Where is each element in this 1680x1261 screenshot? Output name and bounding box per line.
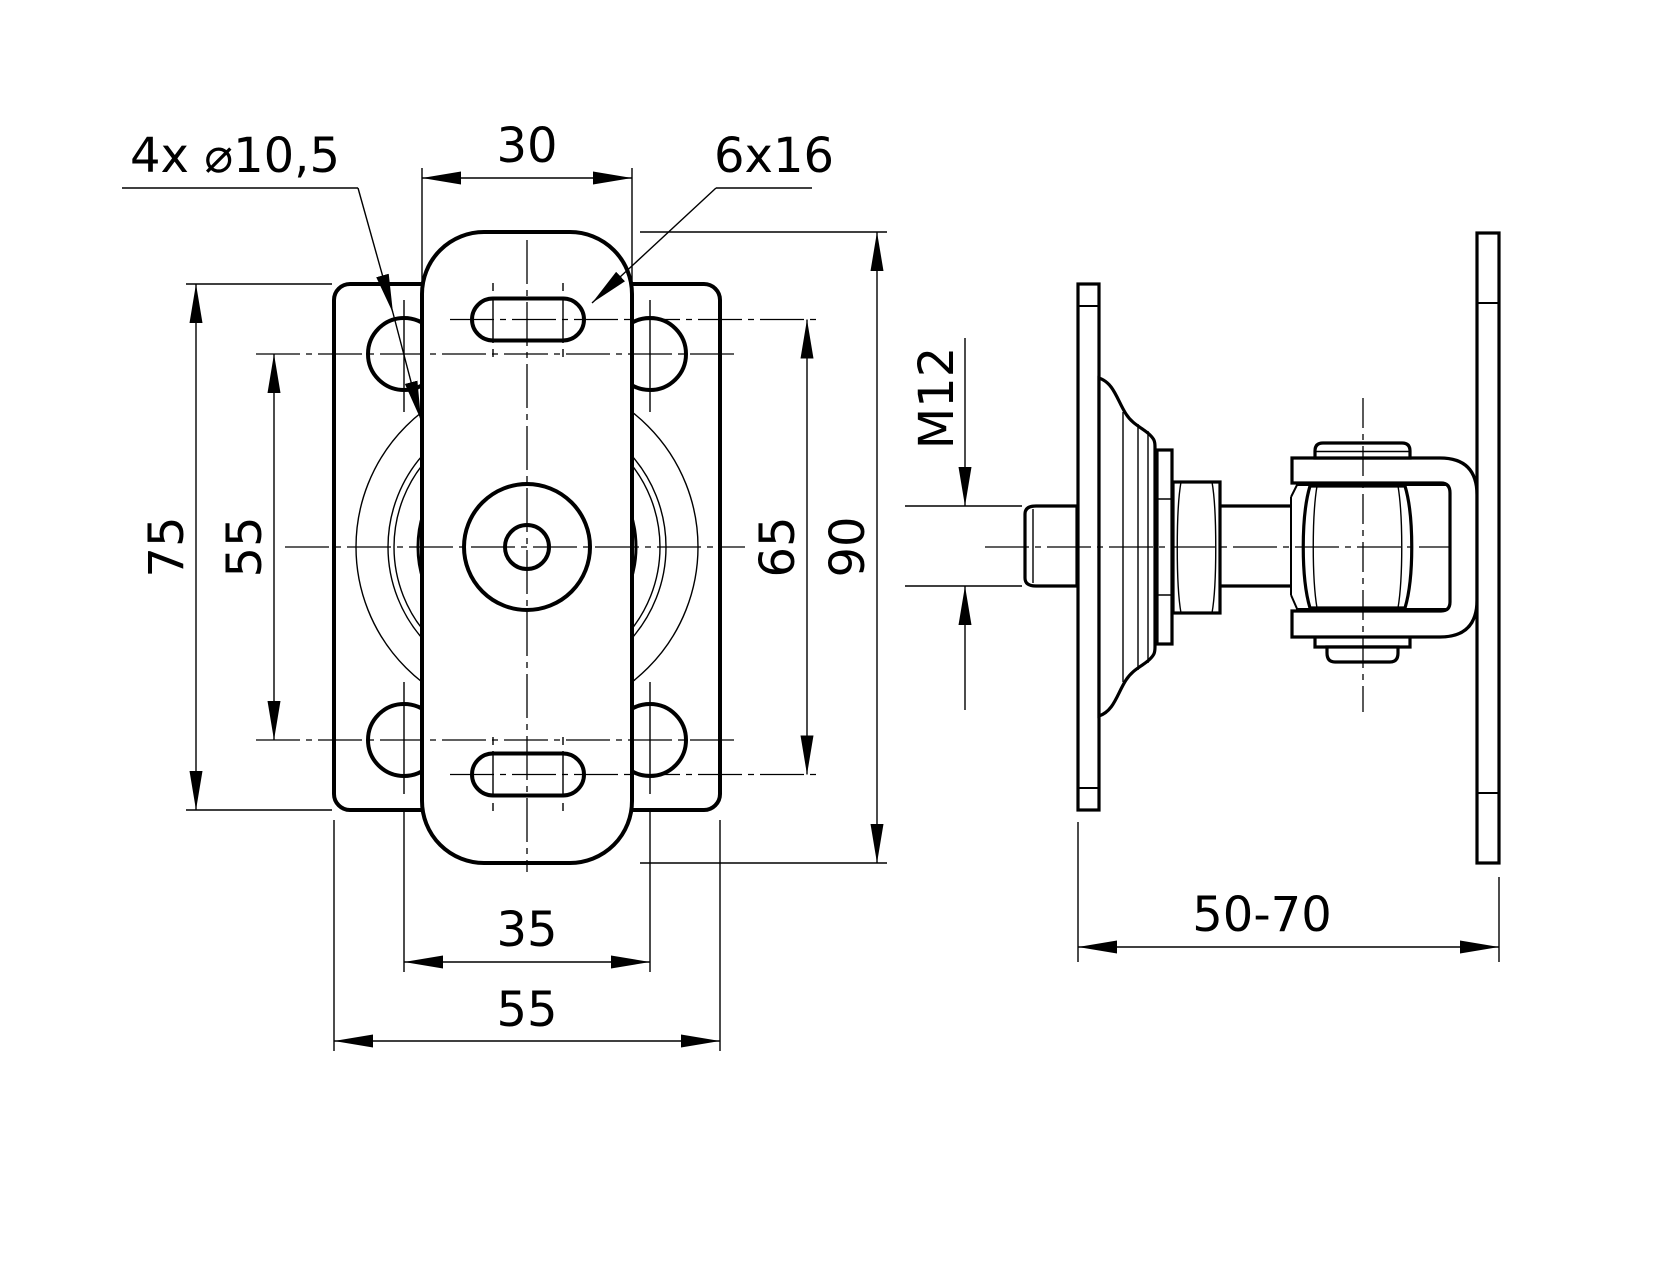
dim-text: 50-70 — [1192, 887, 1331, 943]
extension-lines — [186, 283, 332, 811]
side-view: M12 50-70 — [905, 231, 1501, 962]
extension-lines — [1077, 822, 1500, 962]
callout-text: 4x ⌀10,5 — [130, 128, 340, 184]
bolt-shaft — [1220, 504, 1291, 588]
dim-text: 75 — [139, 516, 195, 577]
holes-callout: 4x ⌀10,5 — [122, 128, 422, 421]
extension-lines — [421, 168, 633, 300]
extension-lines — [333, 820, 721, 1051]
dim-slot-spacing-v: 65 — [750, 319, 814, 775]
dim-text: 55 — [496, 982, 557, 1038]
dim-text: 90 — [820, 516, 876, 577]
bolt-head — [1023, 504, 1079, 588]
front-view: 30 35 55 75 55 65 — [122, 118, 887, 1051]
extension-lines — [403, 812, 651, 972]
wall-plate-end-lines — [1078, 305, 1099, 789]
dim-text: 55 — [217, 516, 273, 577]
gate-plate-end-lines — [1477, 302, 1499, 794]
leader-arrow-edge — [392, 312, 422, 421]
washer-lines — [1157, 498, 1172, 596]
dim-plate-width: 55 — [333, 820, 721, 1051]
leader-arrow-hole — [357, 187, 394, 314]
flange-edge-lines — [1296, 483, 1446, 611]
dim-adjust-range: 50-70 — [1077, 822, 1500, 962]
dim-text: M12 — [909, 347, 965, 450]
dim-thread: M12 — [905, 338, 1022, 710]
dim-hole-spacing-v: 55 — [217, 354, 281, 740]
leader-arrow-slot — [591, 187, 717, 304]
dim-leaf-width: 30 — [421, 118, 633, 300]
gate-plate-side — [1475, 231, 1501, 865]
callout-text: 6x16 — [714, 128, 834, 184]
extension-lines — [905, 505, 1022, 587]
dim-leaf-height: 90 — [640, 231, 887, 864]
dim-plate-height: 75 — [139, 283, 332, 811]
dim-text: 65 — [750, 516, 806, 577]
extension-lines — [640, 231, 887, 864]
hinge-bracket — [1290, 456, 1479, 639]
dim-hole-spacing-h: 35 — [403, 812, 651, 972]
dim-text: 30 — [496, 118, 557, 174]
slot-callout: 6x16 — [591, 128, 834, 304]
dim-text: 35 — [496, 902, 557, 958]
